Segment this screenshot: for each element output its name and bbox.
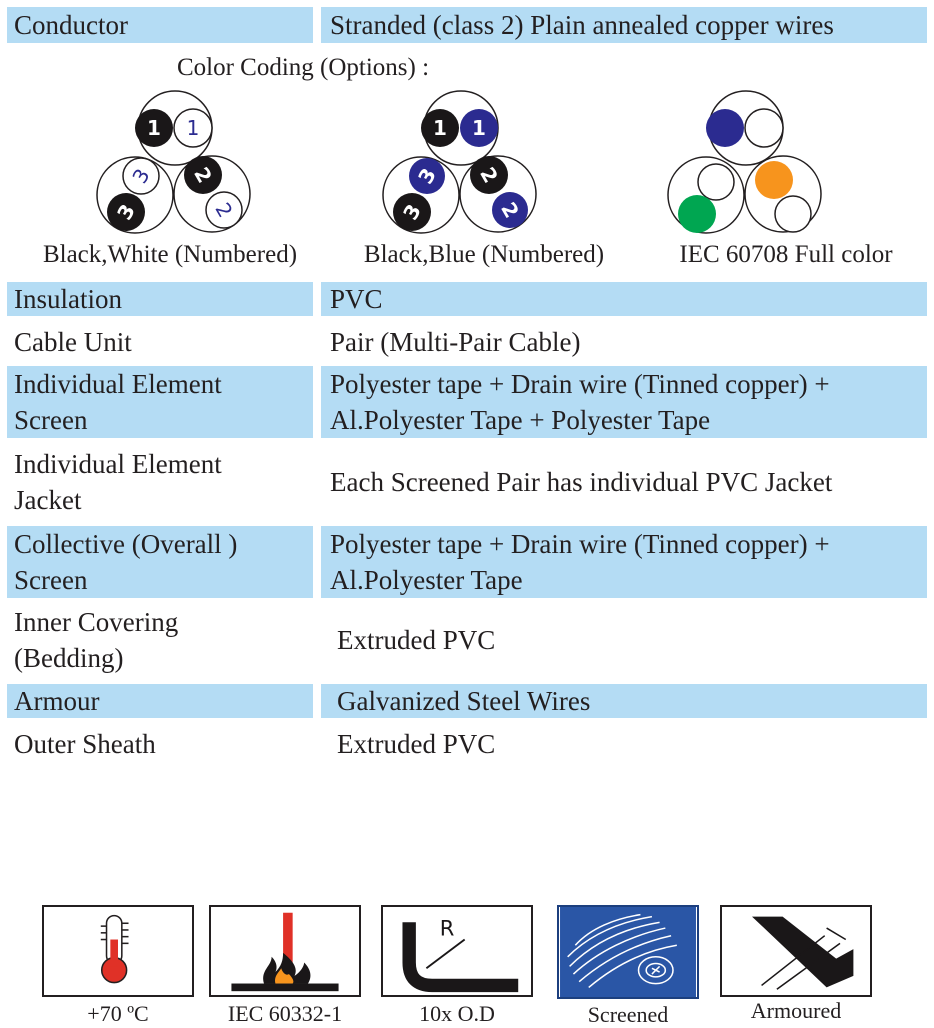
diagram-label: Black,Blue (Numbered) (363, 241, 605, 268)
diagram-label: IEC 60708 Full color (679, 241, 893, 268)
spec-label: Outer Sheath (14, 729, 156, 759)
spec-value: Polyester tape + Drain wire (Tinned copp… (321, 526, 927, 598)
spec-value: Extruded PVC (337, 729, 496, 759)
spec-value: Stranded (class 2) Plain annealed copper… (321, 7, 927, 43)
icon-label: 10x O.D (419, 1001, 495, 1026)
core-number: 1 (433, 116, 447, 140)
spec-row-insulation: Insulation PVC (7, 282, 927, 316)
core-number: 1 (187, 116, 200, 140)
core-black (393, 193, 431, 231)
bend-radius-icon: R (381, 905, 533, 997)
thermometer-icon (42, 905, 194, 997)
diagram-label: Black,White (Numbered) (42, 241, 298, 268)
icon-label: +70 ºC (87, 1001, 149, 1026)
icon-label: Armoured (750, 998, 842, 1023)
spec-row-inner-covering: Inner Covering (Bedding) Extruded PVC (7, 604, 927, 676)
core-black (107, 193, 145, 231)
screen-icon (557, 905, 699, 999)
spec-row-outer-sheath: Outer Sheath Extruded PVC (7, 726, 927, 762)
spec-label: Conductor (7, 7, 313, 43)
core-black (184, 156, 222, 194)
core-white (744, 108, 784, 148)
core-number: 1 (147, 116, 161, 140)
spec-label: Insulation (7, 282, 313, 316)
spec-value: PVC (321, 282, 927, 316)
spec-row-armour: Armour Galvanized Steel Wires (7, 684, 927, 718)
spec-row-conductor: Conductor Stranded (class 2) Plain annea… (7, 7, 927, 43)
spec-label: Cable Unit (14, 327, 132, 357)
spec-row-collective-screen: Collective (Overall ) Screen Polyester t… (7, 526, 927, 598)
color-coding-title: Color Coding (Options) : (176, 54, 430, 81)
core-number: 1 (472, 116, 486, 140)
spec-label: Individual Element Jacket (14, 449, 222, 515)
spec-value: Polyester tape + Drain wire (Tinned copp… (321, 366, 927, 438)
core-black (470, 156, 508, 194)
armour-icon (720, 905, 872, 997)
spec-value: Galvanized Steel Wires (321, 684, 927, 718)
spec-label: Collective (Overall ) Screen (7, 526, 313, 598)
core-white (697, 163, 735, 201)
core-green (678, 195, 716, 233)
spec-row-cable-unit: Cable Unit Pair (Multi-Pair Cable) (7, 324, 927, 360)
diagram-black-white: 1 1 3 3 2 2 (95, 90, 255, 234)
core-blue (492, 192, 528, 228)
radius-glyph: R (440, 916, 455, 941)
core-blue (460, 109, 498, 147)
spec-value: Each Screened Pair has individual PVC Ja… (330, 467, 833, 497)
spec-value: Extruded PVC (337, 625, 496, 655)
spec-label: Inner Covering (Bedding) (14, 607, 179, 673)
core-white (205, 191, 243, 229)
spec-label: Individual Element Screen (7, 366, 313, 438)
core-black (135, 109, 173, 147)
core-blue (706, 109, 744, 147)
core-white (774, 195, 812, 233)
flame-icon (209, 905, 361, 997)
icon-label: IEC 60332-1 (227, 1001, 343, 1026)
spec-row-element-jacket: Individual Element Jacket Each Screened … (7, 446, 927, 518)
diagram-black-blue: 1 1 3 3 2 2 (381, 90, 541, 234)
core-white (173, 108, 213, 148)
core-blue (409, 158, 445, 194)
spec-row-element-screen: Individual Element Screen Polyester tape… (7, 366, 927, 438)
core-black (421, 109, 459, 147)
core-white (122, 157, 160, 195)
icon-label: Screened (587, 1002, 669, 1027)
spec-label: Armour (7, 684, 313, 718)
core-orange (755, 161, 793, 199)
diagram-iec-full-color (666, 90, 826, 234)
spec-value: Pair (Multi-Pair Cable) (330, 327, 581, 357)
